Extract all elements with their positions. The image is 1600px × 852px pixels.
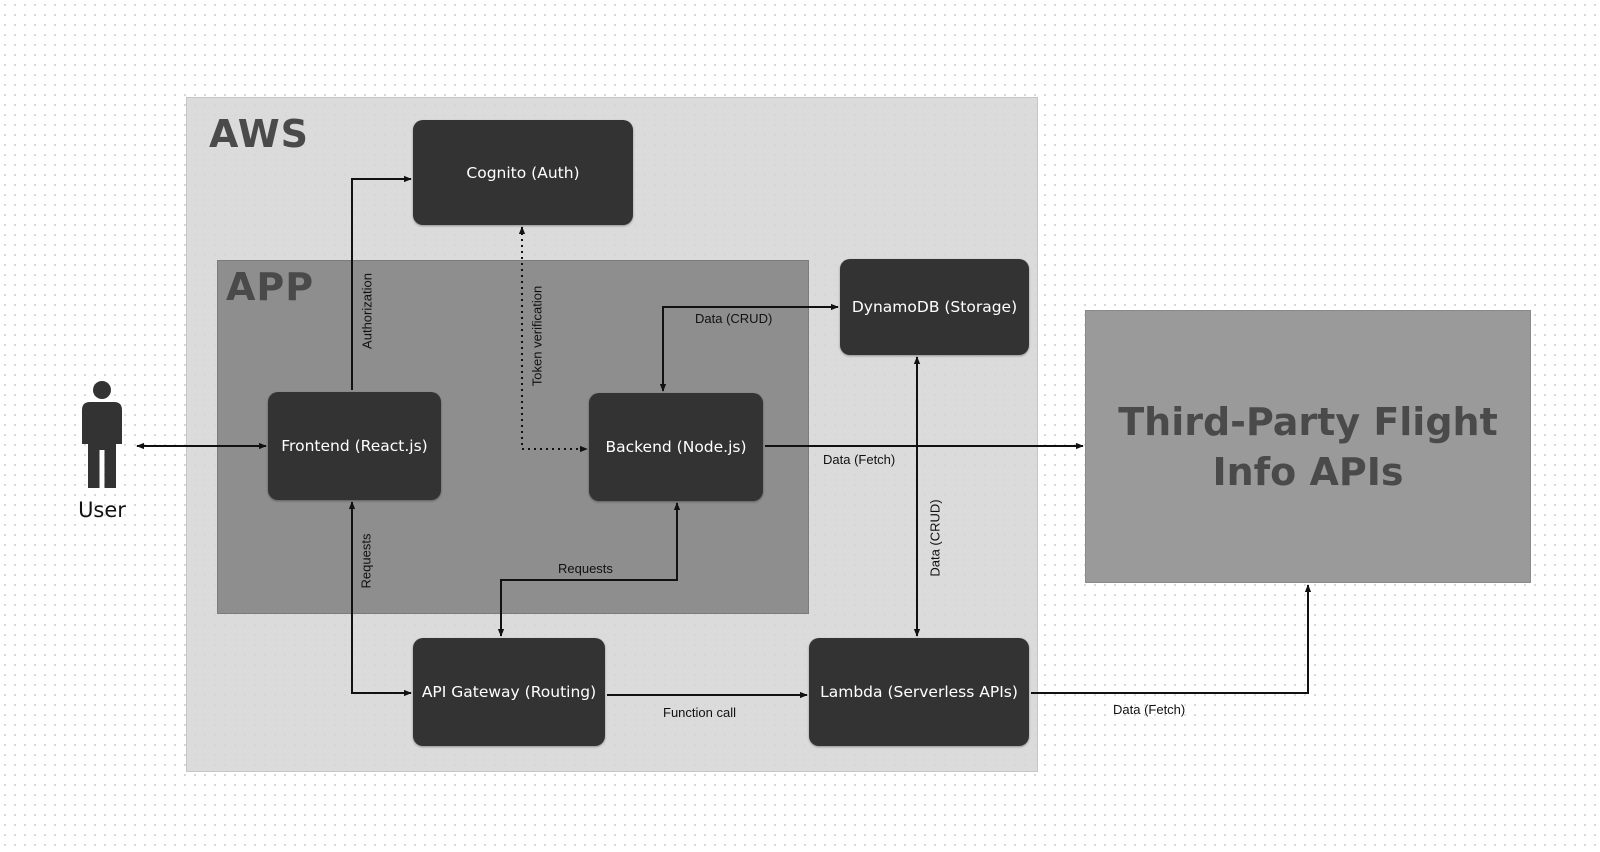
backend-node-node[interactable]: Backend (Node.js) <box>589 393 763 501</box>
frontend-react-node[interactable]: Frontend (React.js) <box>268 392 441 500</box>
backend-gateway-requests-label: Requests <box>558 561 613 576</box>
backend-thirdparty-fetch-label: Data (Fetch) <box>823 452 896 467</box>
person-icon <box>82 381 122 488</box>
edge-lambda-thirdparty-fetch <box>1031 584 1312 694</box>
aws-region-title: AWS <box>209 112 309 156</box>
third-party-apis-block[interactable]: Third-Party Flight Info APIs <box>1085 310 1531 583</box>
app-region-title: APP <box>226 265 315 309</box>
frontend-gateway-requests-label: Requests <box>358 533 374 589</box>
backend-dynamodb-crud-label: Data (CRUD) <box>695 311 773 326</box>
lambda-thirdparty-fetch-label: Data (Fetch) <box>1113 702 1186 717</box>
cognito-auth-node[interactable]: Cognito (Auth) <box>413 120 633 225</box>
authorization-label: Authorization <box>359 273 375 349</box>
token-verification-label: Token verification <box>529 285 545 387</box>
third-party-apis-title: Third-Party Flight Info APIs <box>1118 399 1498 494</box>
dynamodb-storage-node[interactable]: DynamoDB (Storage) <box>840 259 1029 355</box>
function-call-label: Function call <box>663 705 736 720</box>
dynamodb-lambda-crud-label: Data (CRUD) <box>927 499 943 577</box>
edge-cognito-backend-token <box>518 226 588 453</box>
user-label: User <box>78 498 126 522</box>
edge-frontend-gateway-requests <box>348 501 412 697</box>
lambda-serverless-node[interactable]: Lambda (Serverless APIs) <box>809 638 1029 746</box>
edge-backend-dynamodb-crud <box>659 303 839 392</box>
api-gateway-node[interactable]: API Gateway (Routing) <box>413 638 605 746</box>
edge-backend-gateway-requests <box>497 502 681 637</box>
user-actor[interactable]: User <box>76 380 128 522</box>
edge-frontend-cognito-authorization <box>351 175 412 390</box>
